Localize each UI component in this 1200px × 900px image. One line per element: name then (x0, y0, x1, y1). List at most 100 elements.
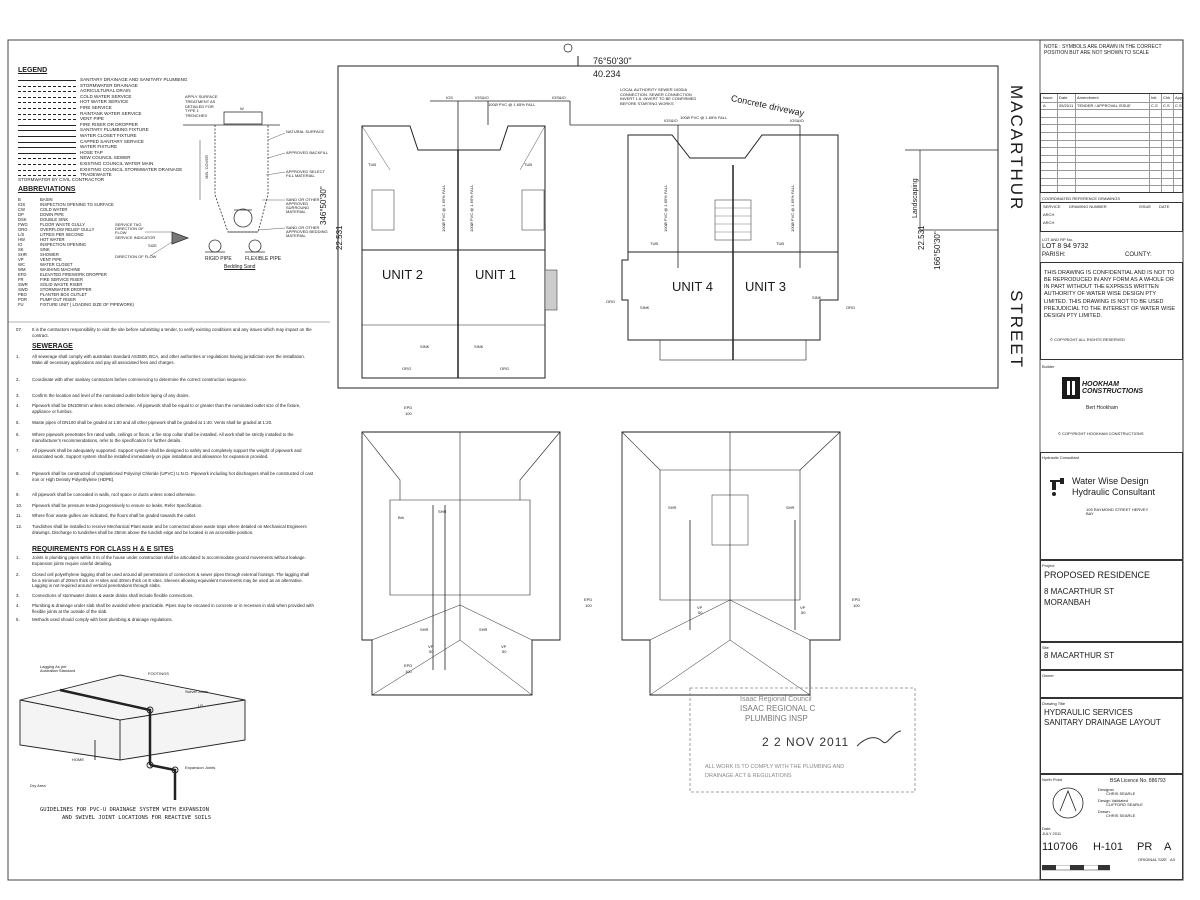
abbreviation-key: B (18, 197, 21, 202)
expansion-dry-area: Dry Area (30, 783, 46, 788)
abbreviation-value: STORMWATER DROPPER (40, 287, 92, 292)
legend-item-label: WATER CLOSET FIXTURE (80, 133, 137, 138)
stamp-line2: ISAAC REGIONAL C (740, 704, 816, 713)
note-number: 2. (16, 572, 20, 577)
legend-item: RAINTANK WATER SERVICE (18, 111, 218, 117)
tb-designer-label: Designer (1098, 787, 1115, 792)
detail-bedding-sand: Bedding Sand (224, 264, 256, 270)
tb-date-label: Date (1042, 826, 1051, 831)
ff-shr-2: SHR (420, 627, 429, 632)
stamp-line4: ALL WORK IS TO COMPLY WITH THE PLUMBING … (705, 764, 845, 770)
note-number: 1. (16, 354, 20, 359)
tb-bottom-box (1040, 774, 1183, 880)
expansion-detail-sketch (19, 674, 246, 800)
abbreviation-key: DSK (18, 217, 27, 222)
tb-issue: A (1164, 841, 1172, 853)
tb-consultant-name1: Water Wise Design (1072, 476, 1149, 486)
abbreviation-key: DP (18, 212, 24, 217)
plan-sink-2: SINK (474, 344, 484, 349)
revision-col-divider (1173, 94, 1174, 192)
detail-direction-flow: DIRECTION OF FLOW (115, 254, 157, 259)
ff-epd-size-1: 100 (405, 669, 412, 674)
revision-col-divider (1161, 94, 1162, 192)
coord-header: DRAWING NUMBER (1069, 204, 1107, 209)
detail-sand-or-other: SAND OR OTHER APPROVED SURROUND MATERIAL (286, 197, 320, 214)
abbreviation-value: HOT WATER (40, 237, 65, 242)
note-number: 12. (16, 524, 23, 529)
ff-vp-size-4: 50 (801, 610, 806, 615)
legend-title: LEGEND (18, 67, 48, 74)
unit-2-label: UNIT 2 (382, 267, 423, 282)
ff-vp-size-1: 50 (429, 649, 434, 654)
coord-header: DATE (1159, 204, 1170, 209)
sewerage-note: Where floor waste gullies are indicated,… (32, 513, 197, 518)
legend-item-label: VENT PIPE (80, 116, 104, 122)
ff-epd-1: EPD (404, 663, 413, 668)
unit-3-label: UNIT 3 (745, 279, 786, 294)
revision-col-divider (1057, 94, 1058, 192)
tb-builder-copyright: © COPYRIGHT HOOKHAM CONSTRUCTIONS (1058, 431, 1144, 436)
plan-tub-2: TUB (524, 162, 532, 167)
ff-epd-2: EPD (584, 597, 593, 602)
abbreviation-value: DOUBLE SINK (40, 217, 69, 222)
tb-county: COUNTY: (1125, 252, 1152, 258)
tb-north-label: North Point (1042, 777, 1063, 782)
detail-width: W (240, 106, 244, 111)
revision-row-divider (1041, 109, 1182, 111)
legend-item-label: CAPPED SANITARY SERVICE (80, 138, 144, 144)
revision-row-divider (1041, 124, 1182, 126)
expansion-lp: I.P. (198, 703, 204, 708)
sewerage-note: Confirm the location and level of the no… (32, 393, 190, 398)
tb-designer: CHRIS SEARLE (1106, 791, 1136, 796)
abbreviation-key: VP (18, 257, 24, 262)
north-arrow-icon (1052, 787, 1084, 819)
note-number: 5. (16, 420, 20, 425)
tb-drawing-title2: SANITARY DRAINAGE LAYOUT (1044, 718, 1161, 727)
note-number: 3. (16, 393, 20, 398)
legend-item-label: STORMWATER DRAINAGE (80, 82, 138, 88)
expansion-home: HOME (72, 757, 84, 762)
first-floor-plan-right (621, 431, 841, 696)
revision-cell: C.S (1175, 103, 1182, 108)
revision-row-divider (1041, 185, 1182, 187)
note-number: 9. (16, 492, 20, 497)
legend-item-label: SANITARY PLUMBING FIXTURE (80, 127, 149, 133)
tb-owner-label: Owner (1042, 673, 1054, 678)
legend-stormwater-note: STORMWATER BY CIVIL CONTRACTOR (18, 177, 105, 182)
tb-site-box (1040, 642, 1183, 670)
legend-item-label: FIRE SERVICE (80, 105, 112, 110)
detail-service-tag: SERVICE TAG DIRECTION OF FLOW (115, 222, 144, 235)
legend-item: HOSE TAP (18, 150, 218, 156)
expansion-title-line1: GUIDELINES FOR PVC-U DRAINAGE SYSTEM WIT… (40, 807, 209, 813)
abbreviation-key: POR (18, 297, 28, 302)
class-note: Joints in plumbing pipes within 3 m of t… (32, 555, 306, 566)
abbreviation-key: IO (18, 242, 23, 247)
legend-line-sample (18, 158, 76, 160)
legend-item: CAPPED SANITARY SERVICE (18, 139, 218, 145)
plan-sink-3: SINK (640, 305, 650, 310)
plan-authority-note: LOCAL AUTHORITY SEWER 100DIA CONNECTION.… (620, 87, 697, 106)
unit-1-label: UNIT 1 (475, 267, 516, 282)
abbreviation-value: LITRES PER SECOND (40, 232, 84, 237)
abbreviation-key: FU (18, 302, 24, 307)
tb-builder-contact: Bert Hookham (1086, 405, 1118, 411)
tb-consultant-addr: 105 RAYMOND STREET HERVEY BAY (1086, 507, 1149, 516)
revision-cell: A (1043, 103, 1046, 108)
abbreviation-key: WC (18, 262, 25, 267)
revision-row-divider (1041, 162, 1182, 164)
tb-project-addr2: MORANBAH (1044, 598, 1091, 607)
tb-consultant-name2: Hydraulic Consultant (1072, 487, 1156, 497)
note-number: 8. (16, 471, 20, 476)
tb-validated: CLIFFORD SEARLE (1106, 802, 1143, 807)
tap-icon (1050, 478, 1064, 496)
ff-vp-size-3: 50 (698, 610, 703, 615)
tb-scale-size: A3 (1170, 857, 1175, 862)
abbreviation-key: SWR (18, 282, 28, 287)
tb-site: 8 MACARTHUR ST (1044, 651, 1115, 660)
legend-line-sample (18, 175, 76, 177)
